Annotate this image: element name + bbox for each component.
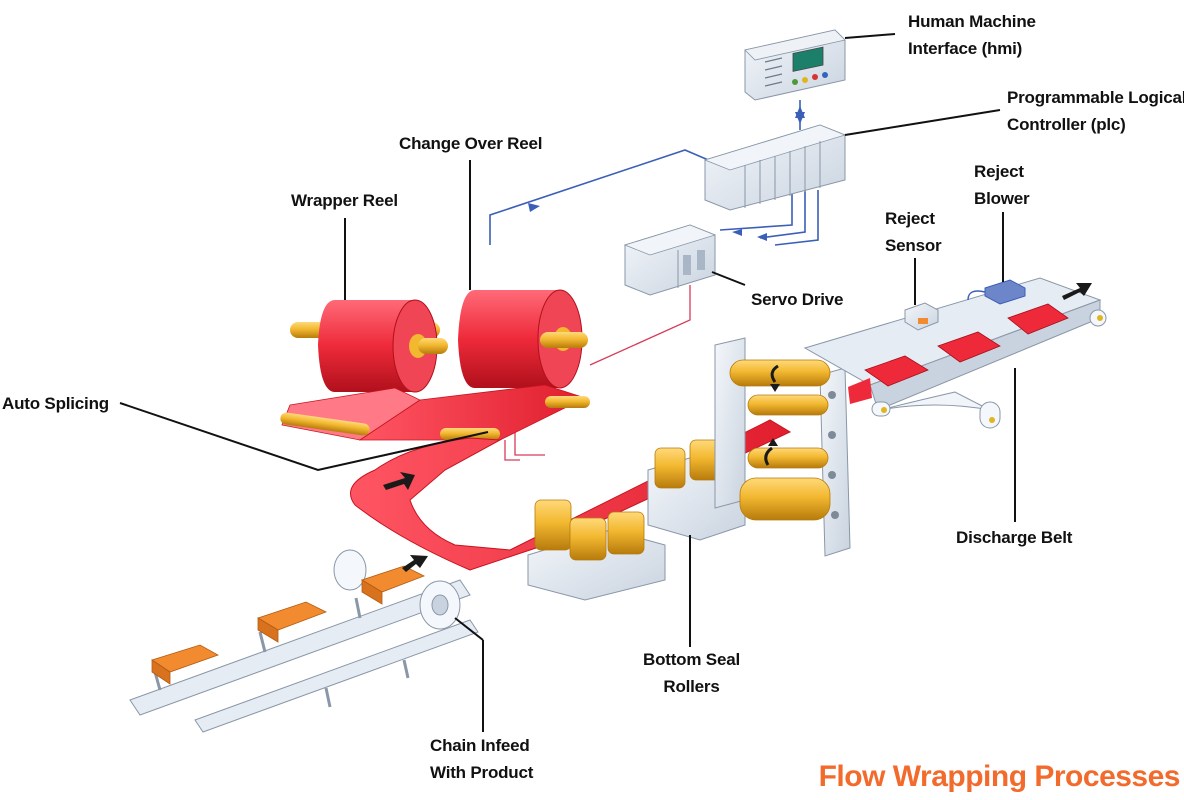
label-hmi-line-2: Interface (hmi) bbox=[908, 39, 1023, 58]
cutter-frame bbox=[714, 337, 851, 557]
discharge-arrow bbox=[1062, 283, 1092, 300]
label-discharge-belt-line-1: Discharge Belt bbox=[956, 528, 1073, 547]
label-servo-drive-line-1: Servo Drive bbox=[751, 290, 844, 309]
label-hmi: Human Machine Interface (hmi) bbox=[908, 8, 1036, 62]
splice-wire bbox=[504, 430, 545, 461]
servo-drive-unit bbox=[623, 224, 717, 296]
diagram-title: Flow Wrapping Processes bbox=[818, 760, 1181, 793]
splice-roller-3 bbox=[440, 428, 500, 440]
film-direction-arrow bbox=[383, 472, 415, 490]
label-plc-line-1: Programmable Logical bbox=[1007, 88, 1184, 107]
film-sheet-changeover bbox=[358, 384, 587, 441]
leader-lines bbox=[119, 33, 1016, 732]
reject-sensor bbox=[904, 302, 939, 331]
label-reject-sensor: Reject Sensor bbox=[885, 205, 942, 259]
bottom-seal-rollers-unit bbox=[527, 439, 746, 601]
infeed-products bbox=[151, 565, 425, 685]
label-bottom-seal-rollers-line-2: Rollers bbox=[663, 677, 720, 696]
label-chain-infeed: Chain Infeed With Product bbox=[430, 732, 533, 786]
label-reject-blower: Reject Blower bbox=[974, 158, 1030, 212]
servo-wire bbox=[589, 285, 691, 366]
splice-roller-1 bbox=[280, 412, 370, 436]
control-wiring bbox=[489, 100, 819, 246]
label-reject-sensor-line-2: Sensor bbox=[885, 236, 942, 255]
label-servo-drive: Servo Drive bbox=[751, 286, 843, 313]
label-auto-splicing: Auto Splicing bbox=[2, 390, 109, 417]
label-bottom-seal-rollers-line-1: Bottom Seal bbox=[643, 650, 740, 669]
wrapper-reel bbox=[290, 299, 448, 393]
label-bottom-seal-rollers: Bottom Seal Rollers bbox=[643, 646, 740, 700]
change-over-reel bbox=[458, 289, 588, 389]
label-reject-blower-line-2: Blower bbox=[974, 189, 1030, 208]
label-auto-splicing-line-1: Auto Splicing bbox=[2, 394, 109, 413]
label-change-over-reel: Change Over Reel bbox=[399, 130, 542, 157]
label-chain-infeed-line-1: Chain Infeed bbox=[430, 736, 530, 755]
label-reject-sensor-line-1: Reject bbox=[885, 209, 935, 228]
label-wrapper-reel-line-1: Wrapper Reel bbox=[291, 191, 398, 210]
label-reject-blower-line-1: Reject bbox=[974, 162, 1024, 181]
reject-blower bbox=[967, 279, 1026, 305]
label-discharge-belt: Discharge Belt bbox=[956, 524, 1072, 551]
plc-rack bbox=[703, 124, 847, 211]
label-hmi-line-1: Human Machine bbox=[908, 12, 1036, 31]
wrapped-products bbox=[864, 303, 1069, 387]
label-plc-line-2: Controller (plc) bbox=[1007, 115, 1126, 134]
splice-roller-2 bbox=[545, 396, 590, 408]
label-chain-infeed-line-2: With Product bbox=[430, 763, 534, 782]
signal-arrows bbox=[528, 106, 805, 241]
infeed-arrow bbox=[402, 555, 428, 572]
chain-infeed-conveyor bbox=[129, 549, 479, 733]
label-wrapper-reel: Wrapper Reel bbox=[291, 187, 398, 214]
label-plc: Programmable Logical Controller (plc) bbox=[1007, 84, 1184, 138]
label-change-over-reel-line-1: Change Over Reel bbox=[399, 134, 543, 153]
hmi-panel bbox=[744, 29, 846, 101]
